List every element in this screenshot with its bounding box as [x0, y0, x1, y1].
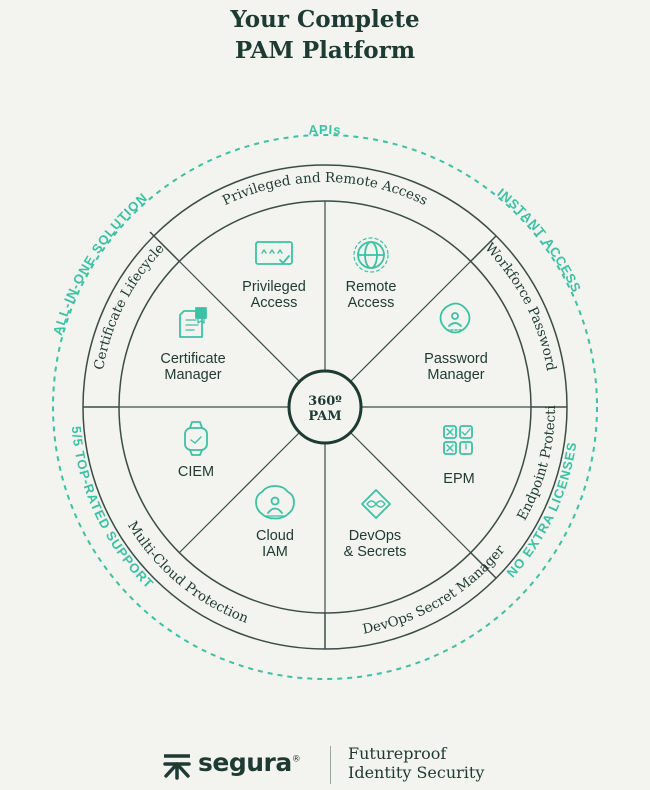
footer-tagline: Futureproof Identity Security [348, 744, 484, 782]
checklist-icon [443, 425, 473, 455]
feature-apis: APIs [308, 122, 342, 137]
tagline-line-1: Futureproof [348, 744, 447, 763]
cloud-user-icon [255, 485, 295, 520]
outer-dashed-ring [52, 134, 598, 680]
segment-certificate-manager-l1: Certificate [160, 351, 225, 367]
spoke [178, 260, 301, 383]
segura-logo-icon [163, 754, 191, 780]
segment-ciem-label: CIEM [178, 464, 214, 480]
spoke [349, 260, 472, 383]
segment-certificate-manager-l2: Manager [164, 367, 221, 383]
spoke [349, 431, 472, 554]
center-label-2: PAM [308, 409, 341, 424]
brand-logo: segura® [198, 748, 301, 777]
segment-devops-l2: & Secrets [344, 544, 407, 560]
segment-password-manager-l1: Password [424, 351, 488, 367]
center-label-1: 360º [308, 394, 342, 409]
segment-epm-label: EPM [443, 471, 474, 487]
segment-privileged-access-l1: Privileged [242, 279, 306, 295]
infinity-icon [361, 489, 391, 519]
globe-icon [353, 237, 389, 273]
divider-bottom-right [470, 552, 497, 579]
registered-mark: ® [291, 754, 301, 765]
segment-devops-l1: DevOps [349, 528, 401, 544]
page-title: Your Complete PAM Platform [0, 4, 650, 66]
pam-wheel-diagram: 360º PAM APIs INSTANT ACCESS ALL-IN-ONE … [0, 0, 598, 680]
segment-cloud-iam-l1: Cloud [256, 528, 294, 544]
segment-cloud-iam-l2: IAM [262, 544, 288, 560]
segment-remote-access-l2: Access [348, 295, 395, 311]
spokes [119, 201, 531, 613]
center-hub [287, 369, 363, 445]
tagline-line-2: Identity Security [348, 763, 485, 782]
divider-top-right [470, 235, 497, 262]
footer: segura® Futureproof Identity Security [0, 742, 650, 786]
footer-divider [330, 746, 331, 784]
title-line-1: Your Complete [230, 6, 420, 33]
segment-password-manager-l2: Manager [427, 367, 484, 383]
certificate-icon [179, 307, 207, 338]
segment-remote-access-l1: Remote [346, 279, 397, 295]
segment-privileged-access-l2: Access [251, 295, 298, 311]
title-line-2: PAM Platform [234, 37, 416, 64]
divider-top-left [149, 231, 180, 262]
brand-name: segura [198, 748, 292, 777]
ring-section-dividers [83, 231, 567, 649]
password-vault-icon [439, 302, 471, 334]
watch-icon [184, 421, 208, 456]
spoke [178, 431, 301, 554]
privileged-access-icon [255, 241, 293, 265]
